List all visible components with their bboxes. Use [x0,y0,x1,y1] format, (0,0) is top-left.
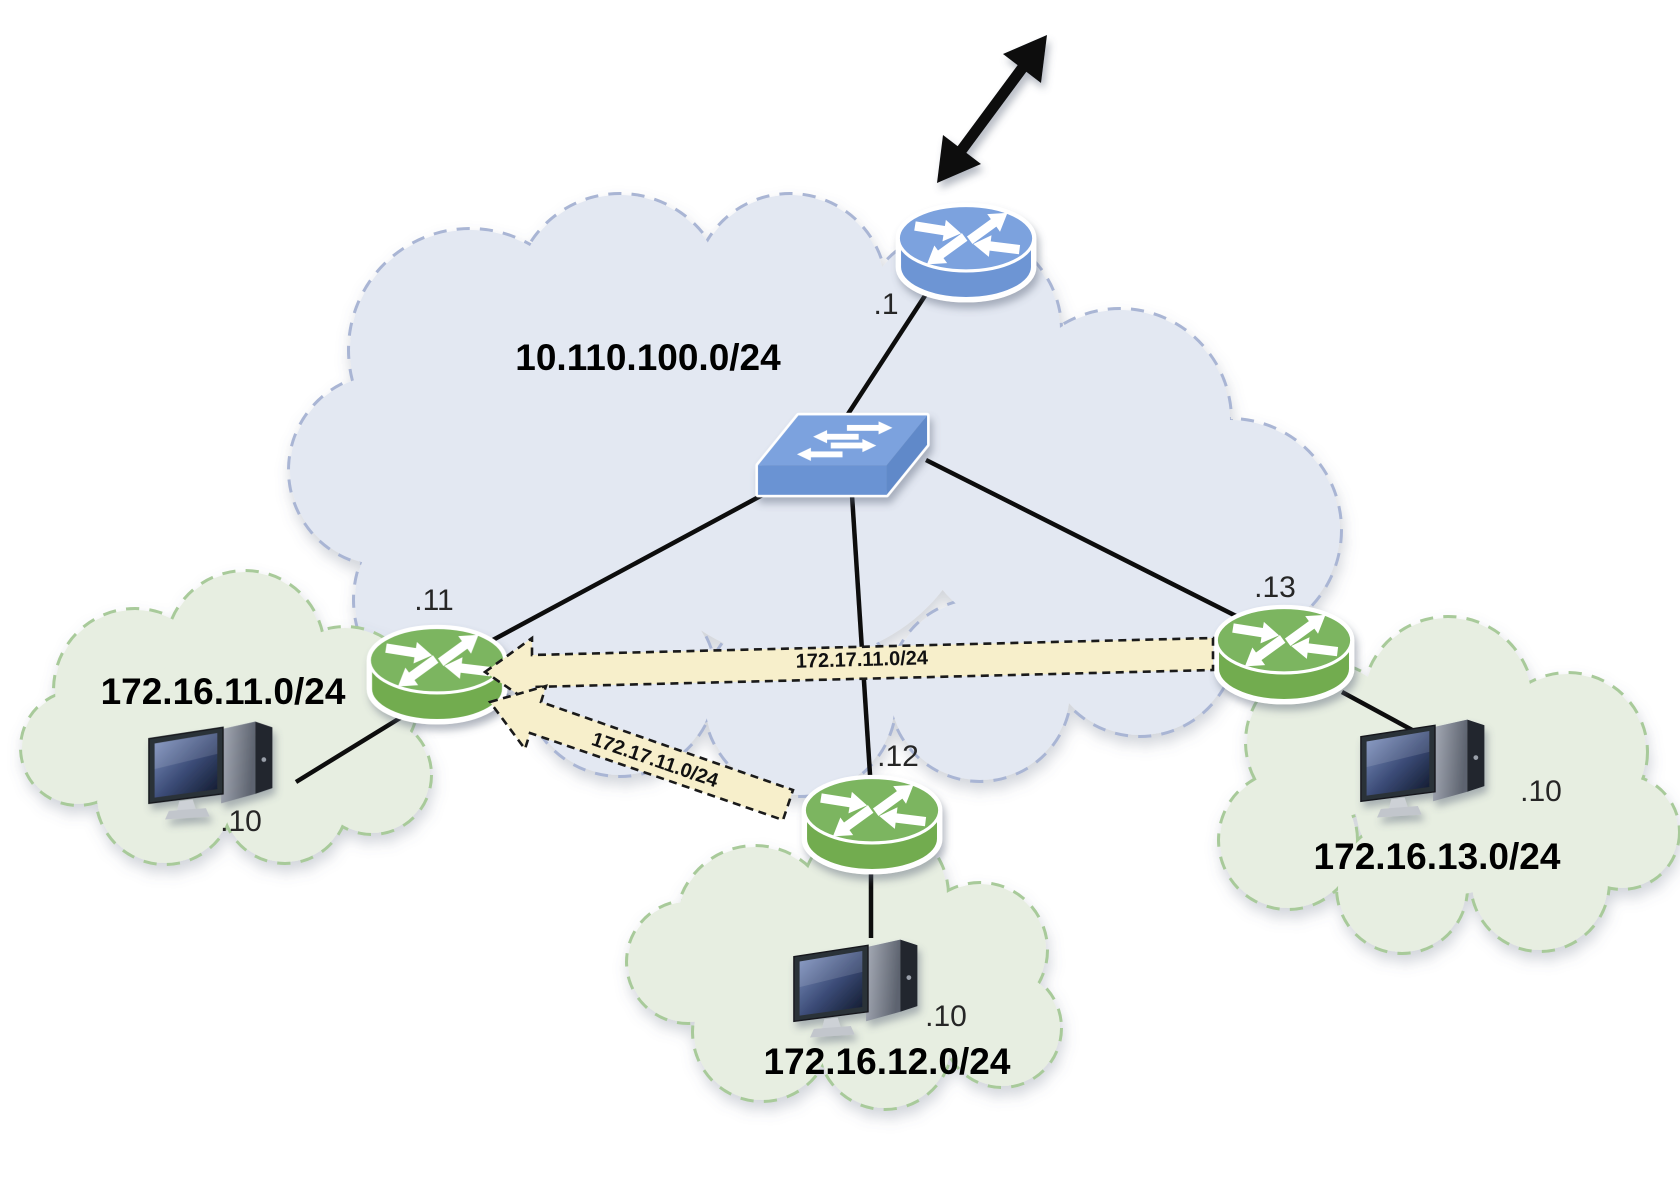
route-ad-r13-to-r11-arrow [482,635,1215,707]
edge-router-icon [898,204,1033,300]
switch-arrows-icon [796,421,893,461]
route-ad-r13-to-r11-label: 172.17.11.0/24 [795,647,929,672]
route-advertisements [482,635,1215,822]
link-switch-r12 [849,494,874,791]
lan11-host-interface-label: .10 [220,805,262,838]
edge-router-interface-label: .1 [873,288,898,321]
links [294,286,1416,938]
router-r11-interface-label: .11 [414,584,453,617]
link-switch-r11 [476,490,770,650]
link-r13-pc [1340,690,1416,733]
router-r11-icon [369,626,504,722]
core-switch-icon [755,412,930,498]
route-ad-r12-to-r11-arrow [487,684,795,822]
lan11-network-label: 172.16.11.0/24 [101,671,346,712]
lan13-network-label: 172.16.13.0/24 [1314,836,1561,877]
lan12-host-interface-label: .10 [925,1000,967,1033]
link-switch-r13 [924,457,1250,625]
external-link-arrow [937,35,1047,183]
router-r12-icon [804,776,939,872]
router-r12-interface-label: .12 [877,740,919,773]
lan12-network-label: 172.16.12.0/24 [764,1041,1011,1082]
lan13-host-interface-label: .10 [1520,775,1562,808]
link-r11-pc [294,713,407,784]
router-r13-icon [1216,606,1351,702]
router-r13-interface-label: .13 [1254,571,1296,604]
link-edge-router-switch [846,286,932,416]
core-network-label: 10.110.100.0/24 [515,337,781,378]
